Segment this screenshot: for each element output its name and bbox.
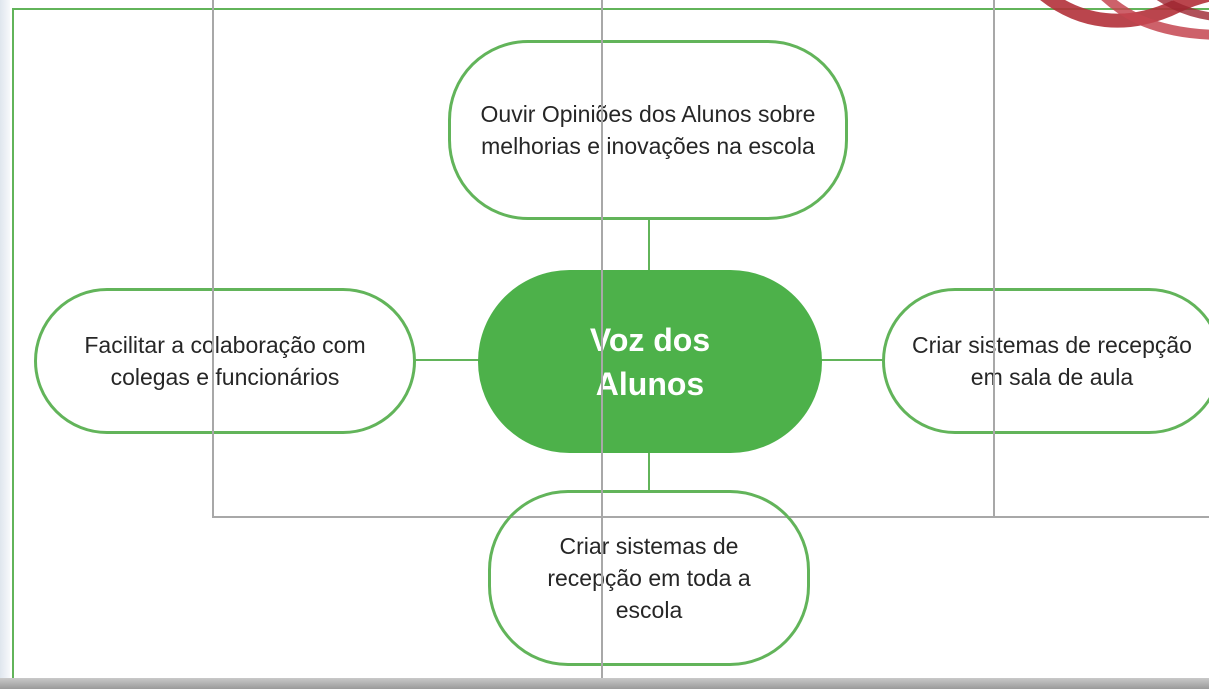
center-node-line2: Alunos: [595, 365, 705, 402]
connector-top: [648, 218, 650, 272]
guide-line-vertical: [993, 0, 995, 518]
node-left-text: Facilitar a colaboração com colegas e fu…: [84, 332, 366, 390]
center-node-line1: Voz dos: [589, 321, 711, 358]
center-node[interactable]: Voz dos Alunos: [478, 270, 822, 453]
node-bottom[interactable]: Criar sistemas de recepção em toda a esc…: [488, 490, 810, 666]
bottom-shadow-bar: [0, 678, 1209, 689]
connector-right: [820, 359, 884, 361]
node-top[interactable]: Ouvir Opiniões dos Alunos sobre melhoria…: [448, 40, 848, 220]
node-right-text: Criar sistemas de recepção em sala de au…: [912, 332, 1192, 390]
guide-line-overlay: [993, 288, 995, 434]
connector-left: [414, 359, 480, 361]
node-right[interactable]: Criar sistemas de recepção em sala de au…: [882, 288, 1209, 434]
center-node-text: Voz dos Alunos: [555, 318, 745, 406]
ribbon-decoration-icon: [1040, 0, 1209, 40]
node-left[interactable]: Facilitar a colaboração com colegas e fu…: [34, 288, 416, 434]
guide-line-vertical: [212, 0, 214, 518]
guide-line-overlay: [601, 270, 603, 453]
connector-bottom: [648, 452, 650, 492]
frame-top-border: [12, 8, 1209, 10]
guide-line-overlay: [212, 288, 214, 434]
guide-line-overlay: [601, 490, 603, 666]
node-top-text: Ouvir Opiniões dos Alunos sobre melhoria…: [480, 101, 816, 159]
frame-left-border: [12, 8, 14, 689]
guide-line-horizontal: [212, 516, 1209, 518]
left-edge-strip: [0, 0, 10, 689]
guide-line-overlay: [601, 40, 603, 220]
node-bottom-text: Criar sistemas de recepção em toda a esc…: [547, 533, 751, 623]
